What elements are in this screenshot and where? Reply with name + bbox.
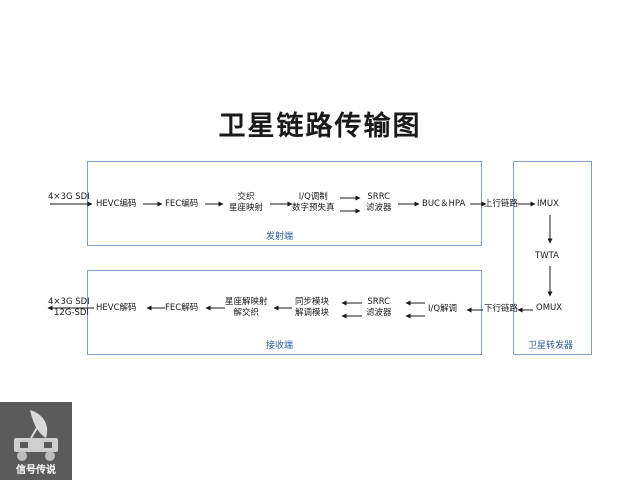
rx-srrc-filter: SRRC 滤波器 bbox=[366, 297, 392, 318]
tx-srrc-filter: SRRC 滤波器 bbox=[366, 192, 392, 213]
satellite-transponder-label: 卫星转发器 bbox=[528, 341, 574, 351]
rx-downlink: 下行链路 bbox=[484, 304, 519, 314]
sat-omux: OMUX bbox=[536, 303, 563, 313]
rx-sync-demod: 同步模块 解调模块 bbox=[295, 297, 330, 318]
tx-buc-hpa: BUC＆HPA bbox=[422, 199, 466, 209]
satellite-dish-icon bbox=[14, 410, 58, 461]
receiver-label: 接收端 bbox=[266, 341, 294, 351]
tx-interleave-mapper: 交织 星座映射 bbox=[229, 192, 264, 213]
rx-output-label: 4×3G SDI 12G-SDI bbox=[48, 297, 90, 318]
sat-twta: TWTA bbox=[535, 251, 559, 261]
diagram-title: 卫星链路传输图 bbox=[218, 111, 422, 142]
rx-hevc-decoder: HEVC解码 bbox=[96, 303, 137, 313]
receiver-panel bbox=[87, 270, 482, 355]
sat-imux: IMUX bbox=[537, 199, 559, 209]
tx-fec-encoder: FEC编码 bbox=[165, 199, 199, 209]
logo-text: 信号传说 bbox=[16, 465, 56, 476]
tx-iq-modulator: I/Q调制 数字预失真 bbox=[292, 192, 335, 213]
tx-input-label: 4×3G SDI bbox=[48, 192, 90, 202]
rx-demapper-deinterleaver: 星座解映射 解交织 bbox=[225, 297, 268, 318]
rx-iq-demodulator: I/Q解调 bbox=[428, 304, 458, 314]
satellite-transponder-panel bbox=[513, 161, 592, 355]
tx-uplink: 上行链路 bbox=[484, 199, 519, 209]
tx-hevc-encoder: HEVC编码 bbox=[96, 199, 137, 209]
transmitter-label: 发射端 bbox=[266, 232, 294, 242]
rx-fec-decoder: FEC解码 bbox=[165, 303, 199, 313]
signal-legend-logo: 信号传说 bbox=[0, 402, 72, 480]
